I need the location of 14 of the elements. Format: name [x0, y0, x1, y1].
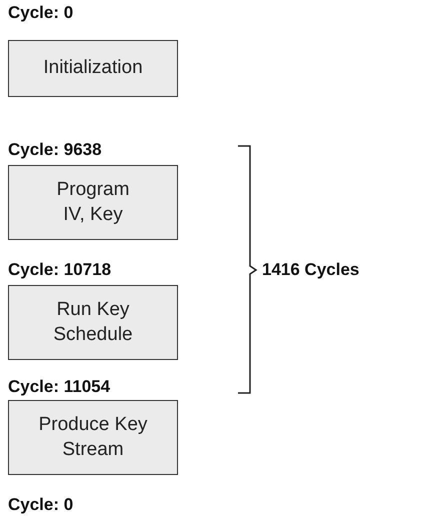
cycle-label: Cycle: 0 [8, 495, 74, 515]
process-box [8, 285, 178, 360]
cycle-label: Cycle: 0 [8, 3, 74, 23]
process-box [8, 40, 178, 97]
cycle-label: Cycle: 11054 [8, 377, 110, 397]
process-box [8, 400, 178, 475]
box-label: Program IV, Key [56, 178, 130, 226]
cycle-label: Cycle: 10718 [8, 260, 112, 280]
cycle-label: Cycle: 9638 [8, 140, 102, 160]
box-label: Produce Key Stream [38, 412, 148, 462]
box-label: Run Key Schedule [52, 298, 134, 346]
duration-label: 1416 Cycles [262, 260, 360, 280]
process-box [8, 165, 178, 240]
box-label: Initialization [43, 56, 143, 80]
